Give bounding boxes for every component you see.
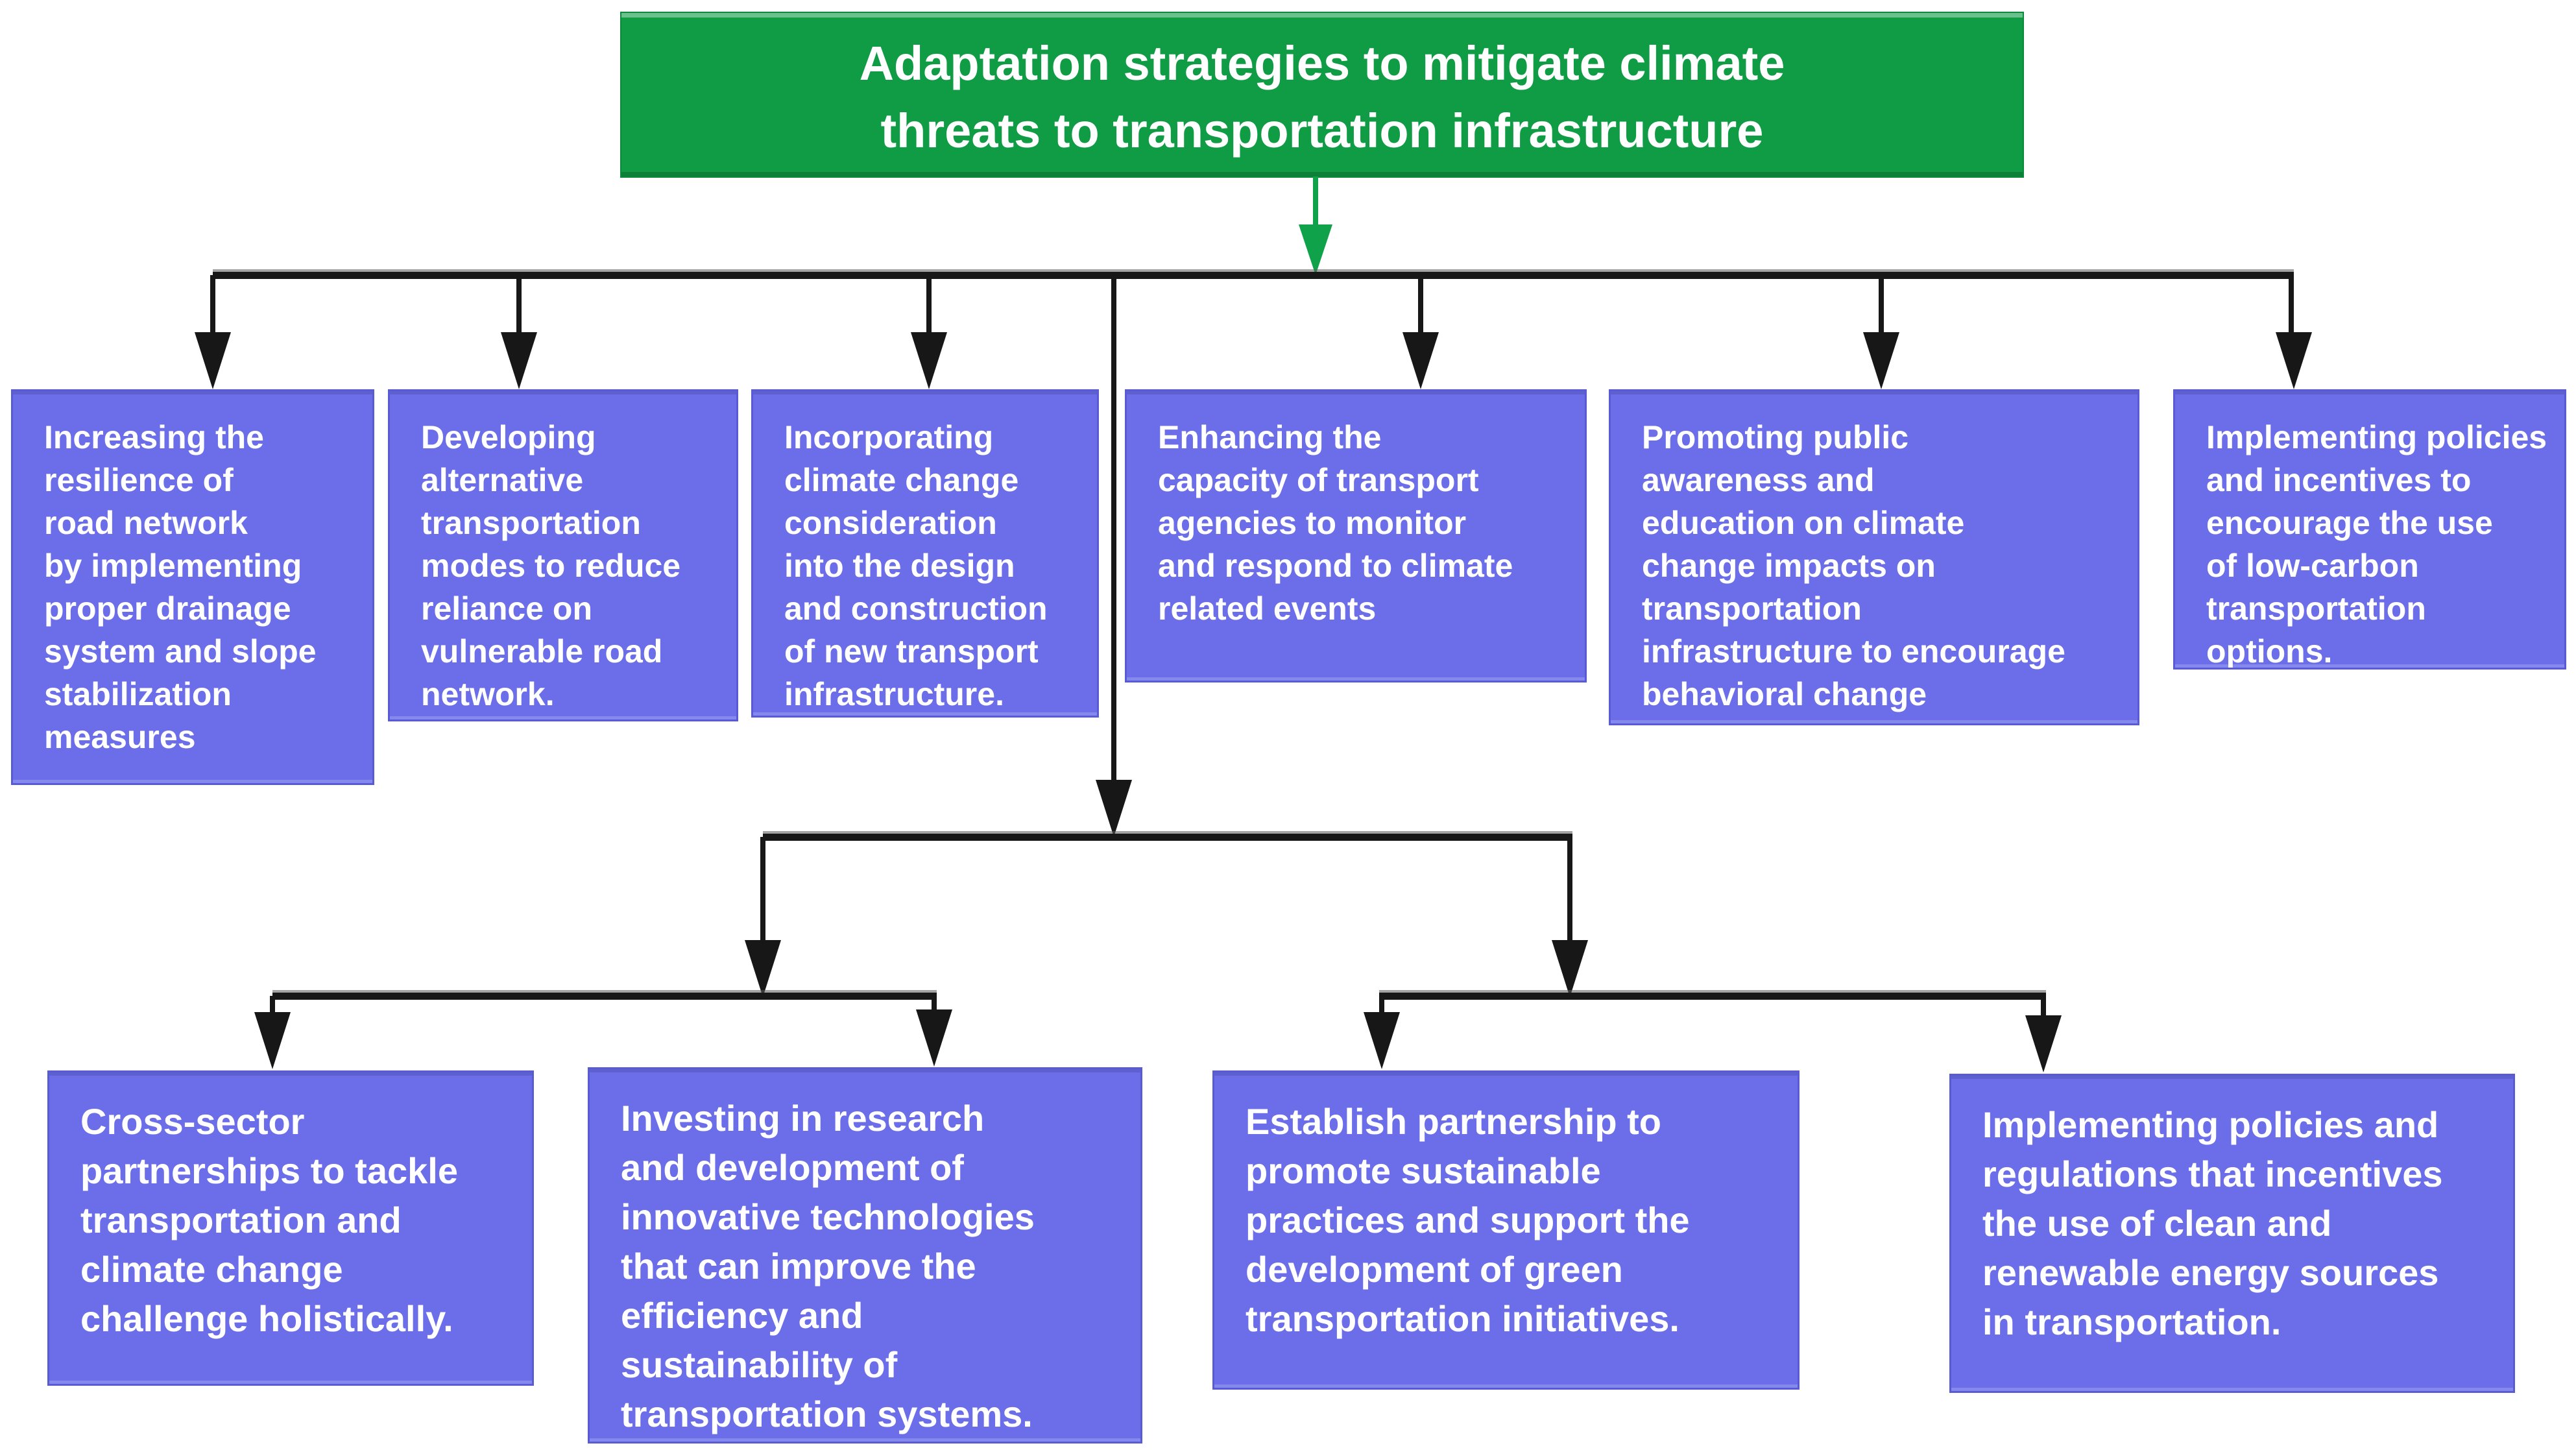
level2-branch-line	[763, 834, 1572, 841]
drop-line-10	[2041, 996, 2046, 1022]
arrow-down-icon-2	[501, 332, 537, 389]
root-node-title: Adaptation strategies to mitigate climat…	[621, 13, 2023, 176]
arrow-down-icon-10	[2025, 1015, 2062, 1072]
trunk-arrow-down-icon	[1096, 780, 1132, 837]
arrow-down-icon-4	[1402, 332, 1439, 389]
level2-drop-left	[760, 837, 765, 949]
node-clean-energy-policies: Implementing policies and regulations th…	[1949, 1074, 2515, 1393]
arrow-down-icon-7	[254, 1012, 291, 1069]
node-public-awareness: Promoting public awareness and education…	[1609, 389, 2139, 725]
node-agency-capacity: Enhancing the capacity of transport agen…	[1125, 389, 1587, 683]
arrow-down-icon-1	[195, 332, 231, 389]
node-increasing-resilience: Increasing the resilience of road networ…	[11, 389, 374, 785]
node-research-investment: Investing in research and development of…	[588, 1067, 1142, 1444]
drop-line-3	[926, 275, 932, 337]
drop-line-1	[210, 275, 215, 337]
drop-line-7	[270, 996, 275, 1022]
arrow-down-icon-8	[916, 1009, 952, 1067]
drop-line-9	[1379, 996, 1384, 1022]
level2-arrow-down-left-icon	[745, 940, 781, 997]
level3-right-line	[1379, 993, 2046, 1000]
drop-line-2	[516, 275, 522, 337]
level2-arrow-down-right-icon	[1552, 940, 1588, 997]
level1-branch-line	[213, 272, 2294, 279]
root-arrow-down-icon	[1299, 224, 1332, 275]
node-low-carbon-incentives: Implementing policies and incentives to …	[2173, 389, 2566, 670]
drop-line-6	[2289, 275, 2294, 337]
arrow-down-icon-9	[1364, 1012, 1400, 1069]
root-connector-line	[1313, 176, 1318, 236]
level3-left-line	[272, 993, 937, 1000]
level2-drop-right	[1567, 837, 1572, 949]
drop-line-4	[1418, 275, 1423, 337]
node-climate-consideration: Incorporating climate change considerati…	[751, 389, 1099, 718]
drop-line-5	[1879, 275, 1884, 337]
node-sustainable-partnership: Establish partnership to promote sustain…	[1212, 1070, 1800, 1390]
arrow-down-icon-6	[2276, 332, 2312, 389]
arrow-down-icon-5	[1863, 332, 1899, 389]
drop-line-8	[932, 996, 937, 1022]
arrow-down-icon-3	[911, 332, 947, 389]
node-alternative-modes: Developing alternative transportation mo…	[388, 389, 738, 721]
node-cross-sector-partnerships: Cross-sector partnerships to tackle tran…	[47, 1070, 534, 1386]
trunk-line	[1111, 275, 1116, 784]
